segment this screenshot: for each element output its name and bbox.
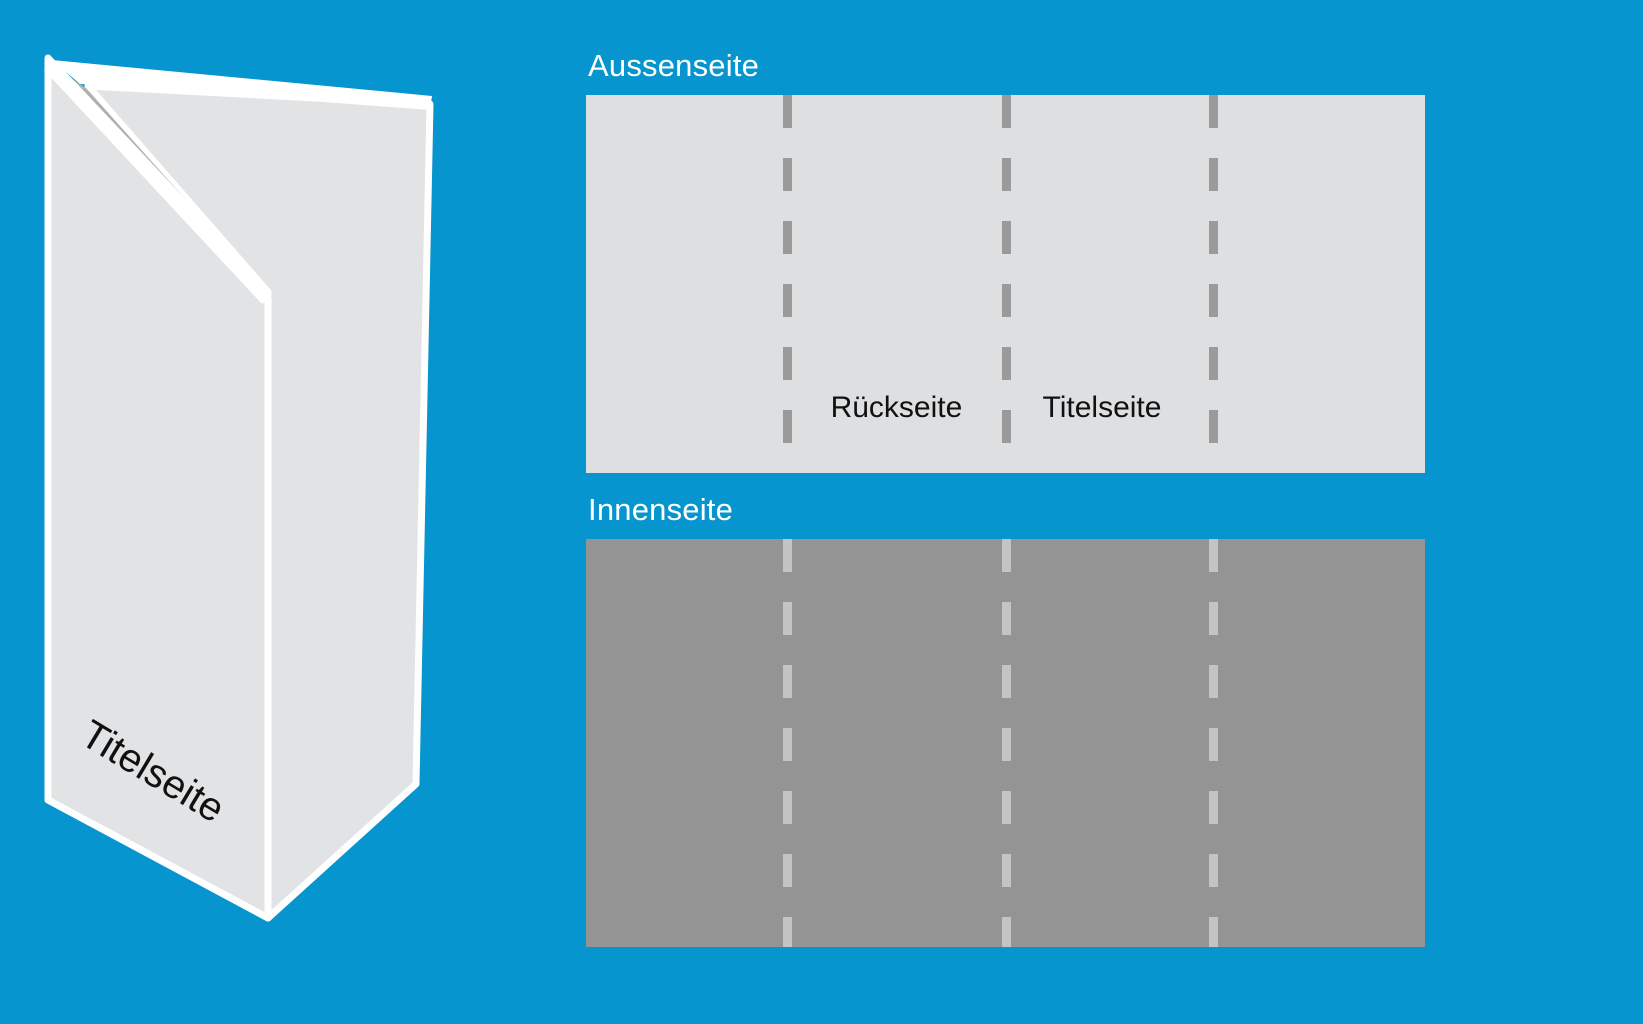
fold-line-outer-1 [783,95,793,473]
sheet-innenseite [586,539,1425,947]
brochure-fold-crease [44,62,272,304]
brochure-back-top-edge [52,60,432,110]
caption-aussenseite: Aussenseite [588,48,760,83]
fold-line-outer-3 [1208,95,1218,473]
sheet-aussenseite: Rückseite Titelseite [586,95,1425,473]
sheet-group-innenseite: Innenseite [586,494,1425,947]
panel-label-titelseite: Titelseite [1042,391,1162,424]
caption-innenseite: Innenseite [588,492,734,527]
folded-brochure-illustration: Titelseite [0,0,520,1000]
fold-line-inner-3 [1208,539,1218,947]
fold-line-inner-1 [783,539,793,947]
fold-line-inner-2 [1001,539,1011,947]
fold-line-outer-2 [1001,95,1011,473]
sheet-group-aussenseite: Aussenseite Rückseite Titelseite [586,50,1425,473]
panel-label-rueckseite: Rückseite [830,391,963,424]
